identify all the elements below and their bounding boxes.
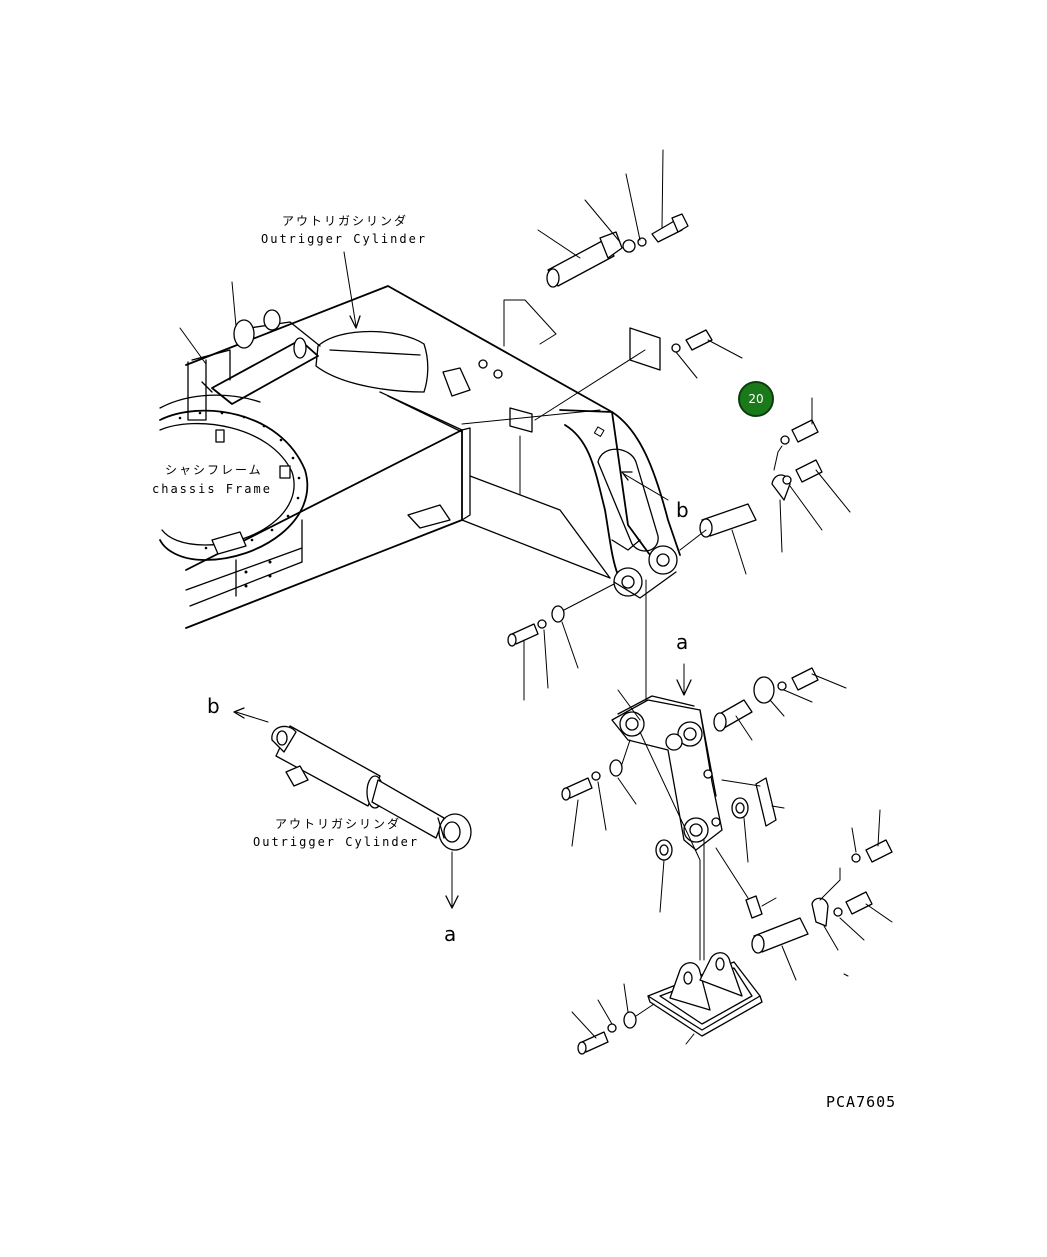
cylinder-label-en-bottom: Outrigger Cylinder xyxy=(253,835,420,849)
cylinder-lower xyxy=(233,707,472,909)
top-pin-assembly xyxy=(537,149,689,288)
ref-a-cylinder: a xyxy=(444,922,457,946)
cylinder-label-jp-bottom: アウトリガシリンダ xyxy=(275,817,402,831)
part-callout-20[interactable]: 20 xyxy=(738,381,774,417)
ref-a-link: a xyxy=(676,630,689,654)
right-bolt-group xyxy=(671,329,851,575)
foot-pad xyxy=(571,809,893,1055)
outrigger-arm xyxy=(442,299,681,599)
chassis-label-en: chassis Frame xyxy=(152,482,272,496)
left-pin-bolts xyxy=(507,583,615,701)
cylinder-label-jp-top: アウトリガシリンダ xyxy=(282,214,409,228)
chassis-label-jp: シャシフレーム xyxy=(165,463,263,477)
cylinder-label-en-top: Outrigger Cylinder xyxy=(261,232,428,246)
ref-b-arm: b xyxy=(676,498,689,522)
chassis-frame xyxy=(159,285,651,629)
ref-b-cylinder: b xyxy=(207,694,220,718)
annotation-leaders xyxy=(179,251,669,501)
cylinder-top xyxy=(201,309,429,405)
drawing-code: PCA7605 xyxy=(826,1093,897,1111)
link-assembly xyxy=(561,579,847,961)
